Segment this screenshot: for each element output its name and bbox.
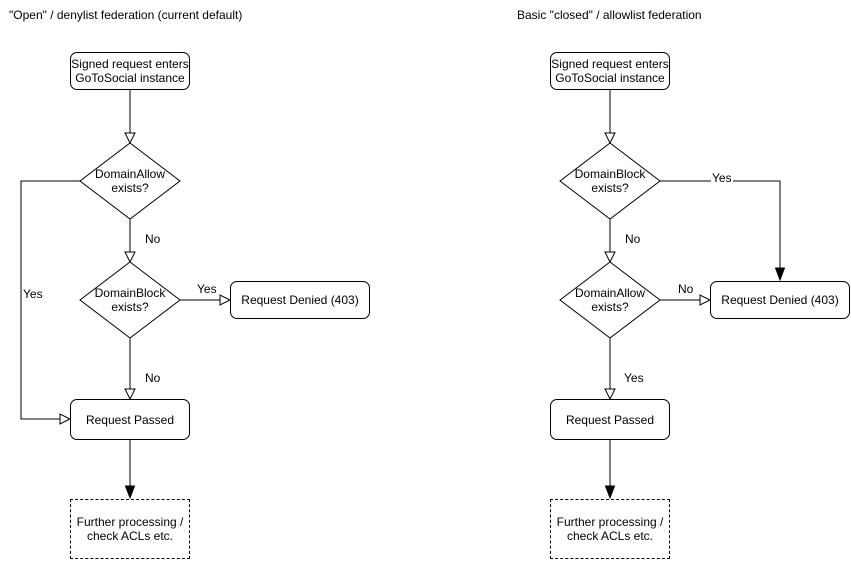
right-arrow-into-decision2	[604, 251, 616, 264]
right-decision1-label: DomainBlock exists?	[574, 167, 646, 195]
right-edge-decision1-yes	[660, 180, 781, 268]
left-decision2-label: DomainBlock exists?	[94, 286, 166, 314]
left-arrow-into-denied	[219, 294, 232, 306]
right-chart-title: Basic "closed" / allowlist federation	[517, 8, 702, 22]
left-further-node: Further processing / check ACLs etc.	[70, 499, 190, 559]
right-decision2-label: DomainAllow exists?	[574, 286, 646, 314]
left-arrow-into-further	[124, 485, 136, 500]
left-decision2-yes-label: Yes	[196, 282, 218, 296]
right-decision2-yes-label: Yes	[623, 371, 645, 385]
left-flow-connectors	[20, 90, 232, 500]
left-denied-node: Request Denied (403)	[230, 281, 370, 319]
left-decision1-yes-label: Yes	[22, 287, 44, 301]
left-arrow-into-decision1	[124, 132, 136, 145]
left-passed-node: Request Passed	[70, 399, 190, 440]
right-arrow-into-further	[604, 485, 616, 500]
right-arrow-into-passed	[604, 388, 616, 401]
left-start-node: Signed request enters GoToSocial instanc…	[70, 52, 190, 90]
left-arrow-into-passed-side	[59, 413, 72, 425]
right-decision1-yes-label: Yes	[711, 171, 733, 185]
left-decision1-label: DomainAllow exists?	[94, 167, 166, 195]
left-arrow-into-decision2	[124, 251, 136, 264]
right-arrow-into-denied-top	[774, 267, 786, 282]
right-start-node: Signed request enters GoToSocial instanc…	[550, 52, 670, 90]
left-decision1-no-label: No	[144, 232, 162, 246]
right-arrow-into-decision1	[604, 132, 616, 145]
right-decision1-no-label: No	[624, 232, 642, 246]
left-chart-title: "Open" / denylist federation (current de…	[9, 8, 243, 22]
right-arrow-into-denied-side	[699, 294, 712, 306]
right-further-node: Further processing / check ACLs etc.	[550, 499, 670, 559]
left-arrow-into-passed-top	[124, 388, 136, 401]
left-edge-decision1-yes	[20, 180, 80, 420]
right-flow-connectors	[559, 90, 786, 500]
right-decision2-no-label: No	[677, 282, 695, 296]
right-passed-node: Request Passed	[550, 399, 670, 440]
left-decision2-no-label: No	[144, 371, 162, 385]
right-denied-node: Request Denied (403)	[710, 281, 850, 319]
